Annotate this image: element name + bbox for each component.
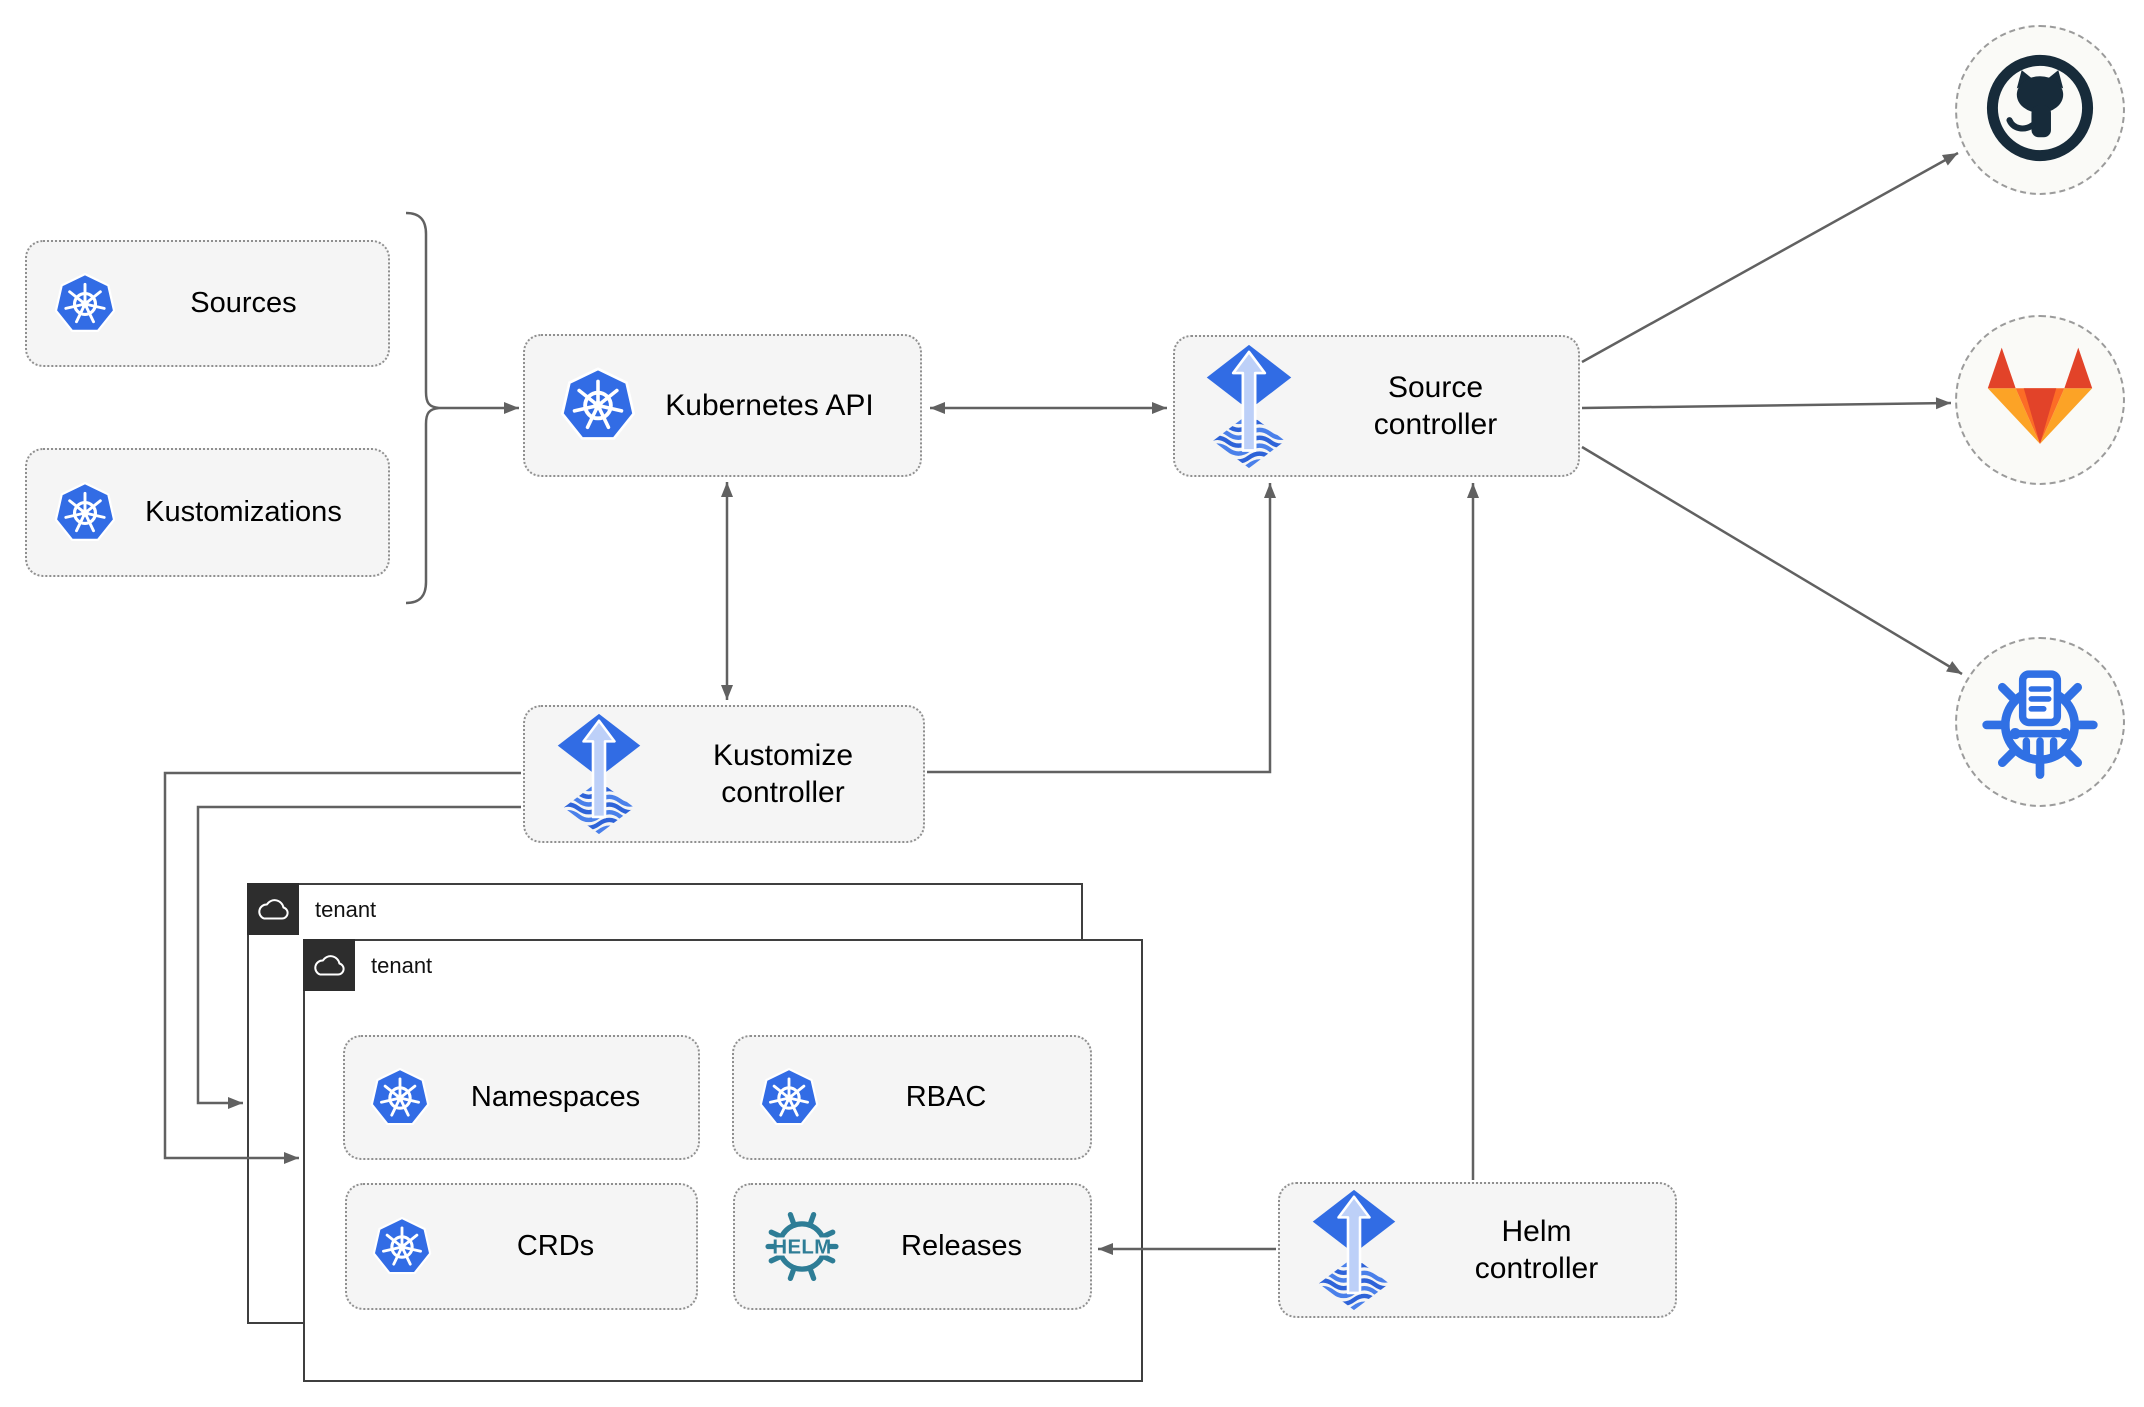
tenant-label: tenant [371,953,433,978]
kubernetes-icon [758,1066,820,1130]
node-source-controller-label: Source controller [1373,370,1498,442]
node-helm-controller: Helm controller [1278,1182,1677,1318]
edge-source-controller-to-github [1581,151,1959,364]
remote-gitlab [1955,315,2125,485]
node-crds: CRDs [345,1183,698,1310]
kubernetes-icon [369,1066,431,1130]
node-sources: Sources [25,240,390,367]
flux-icon [1205,344,1293,469]
edge-source-controller-to-gitlab [1581,397,1952,410]
node-kubernetes-api: Kubernetes API [523,334,922,477]
kubernetes-icon [53,271,117,337]
node-namespaces: Namespaces [343,1035,700,1160]
node-source-controller: Source controller [1173,335,1580,477]
node-kubernetes-api-label: Kubernetes API [665,388,874,422]
helm-logo-text: HELM [772,1236,831,1258]
flux-icon [555,713,643,835]
node-namespaces-label: Namespaces [470,1081,641,1114]
node-helm-controller-label: Helm controller [1474,1214,1599,1286]
edge-brace-sources-kustomizations [405,211,440,605]
remote-helm-repository [1955,637,2125,807]
edge-kustomize-to-source-controller [927,483,1276,774]
node-crds-label: CRDs [516,1230,595,1263]
node-kustomize-controller: Kustomize controller [523,705,925,843]
gitlab-icon [1982,344,2098,456]
node-releases-label: Releases [901,1230,1022,1263]
helm-icon: HELM [753,1205,851,1288]
node-kustomizations: Kustomizations [25,448,390,577]
node-rbac-label: RBAC [905,1081,987,1114]
edge-source-controller-to-helm-repository [1581,445,1963,676]
helm-repository-icon [1978,658,2102,787]
node-sources-label: Sources [190,287,297,320]
flux-icon [1310,1189,1398,1311]
node-rbac: RBAC [732,1035,1092,1160]
tenant-label: tenant [315,897,377,922]
github-icon [1979,47,2101,174]
node-kustomizations-label: Kustomizations [145,496,342,529]
node-kustomize-controller-label: Kustomize controller [712,738,854,810]
cloud-icon [303,939,355,991]
tenant-box-front: tenant [303,939,1143,1382]
cloud-icon [247,883,299,935]
kubernetes-icon [559,365,637,446]
kubernetes-icon [371,1215,433,1279]
node-releases: HELM Releases [733,1183,1092,1310]
remote-github [1955,25,2125,195]
kubernetes-icon [53,480,117,546]
